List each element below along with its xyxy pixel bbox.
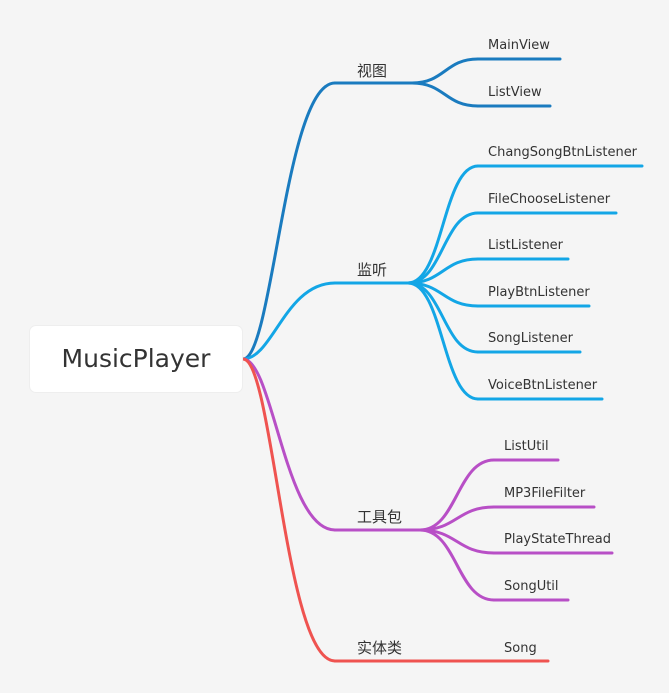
leaf-playstatethread[interactable]: PlayStateThread [504, 532, 611, 547]
leaf-connector-2-3 [418, 528, 496, 602]
leaf-listview[interactable]: ListView [488, 85, 542, 100]
leaf-song[interactable]: Song [504, 641, 537, 656]
leaf-songlistener[interactable]: SongListener [488, 331, 574, 346]
root-node[interactable]: MusicPlayer [30, 326, 242, 392]
leaf-filechooselistener[interactable]: FileChooseListener [488, 192, 611, 207]
branch-label-view[interactable]: 视图 [357, 62, 388, 80]
leaf-listlistener[interactable]: ListListener [488, 238, 564, 253]
leaf-connector-1-1 [406, 211, 480, 285]
branch-connector-3 [241, 357, 337, 663]
leaf-connector-1-0 [406, 164, 480, 285]
branch-label-util[interactable]: 工具包 [357, 508, 403, 526]
leaf-changsongbtnlistener[interactable]: ChangSongBtnListener [488, 145, 638, 160]
root-label: MusicPlayer [61, 344, 211, 373]
leaf-playbtnlistener[interactable]: PlayBtnListener [488, 285, 590, 300]
branch-connector-2 [241, 357, 337, 532]
leaf-connector-0-1 [410, 81, 480, 108]
branch-connector-1 [241, 281, 337, 361]
leaf-connector-1-5 [406, 281, 480, 401]
branch-connector-0 [241, 81, 337, 361]
leaf-voicebtnlistener[interactable]: VoiceBtnListener [488, 378, 598, 393]
leaf-mainview[interactable]: MainView [488, 38, 550, 53]
leaf-songutil[interactable]: SongUtil [504, 579, 559, 594]
branch-label-listener[interactable]: 监听 [357, 261, 388, 279]
leaf-connector-0-0 [410, 57, 480, 85]
leaf-connector-2-0 [418, 458, 496, 532]
branch-label-entity[interactable]: 实体类 [357, 639, 403, 657]
leaf-mp3filefilter[interactable]: MP3FileFilter [504, 486, 586, 501]
leaf-listutil[interactable]: ListUtil [504, 439, 549, 454]
